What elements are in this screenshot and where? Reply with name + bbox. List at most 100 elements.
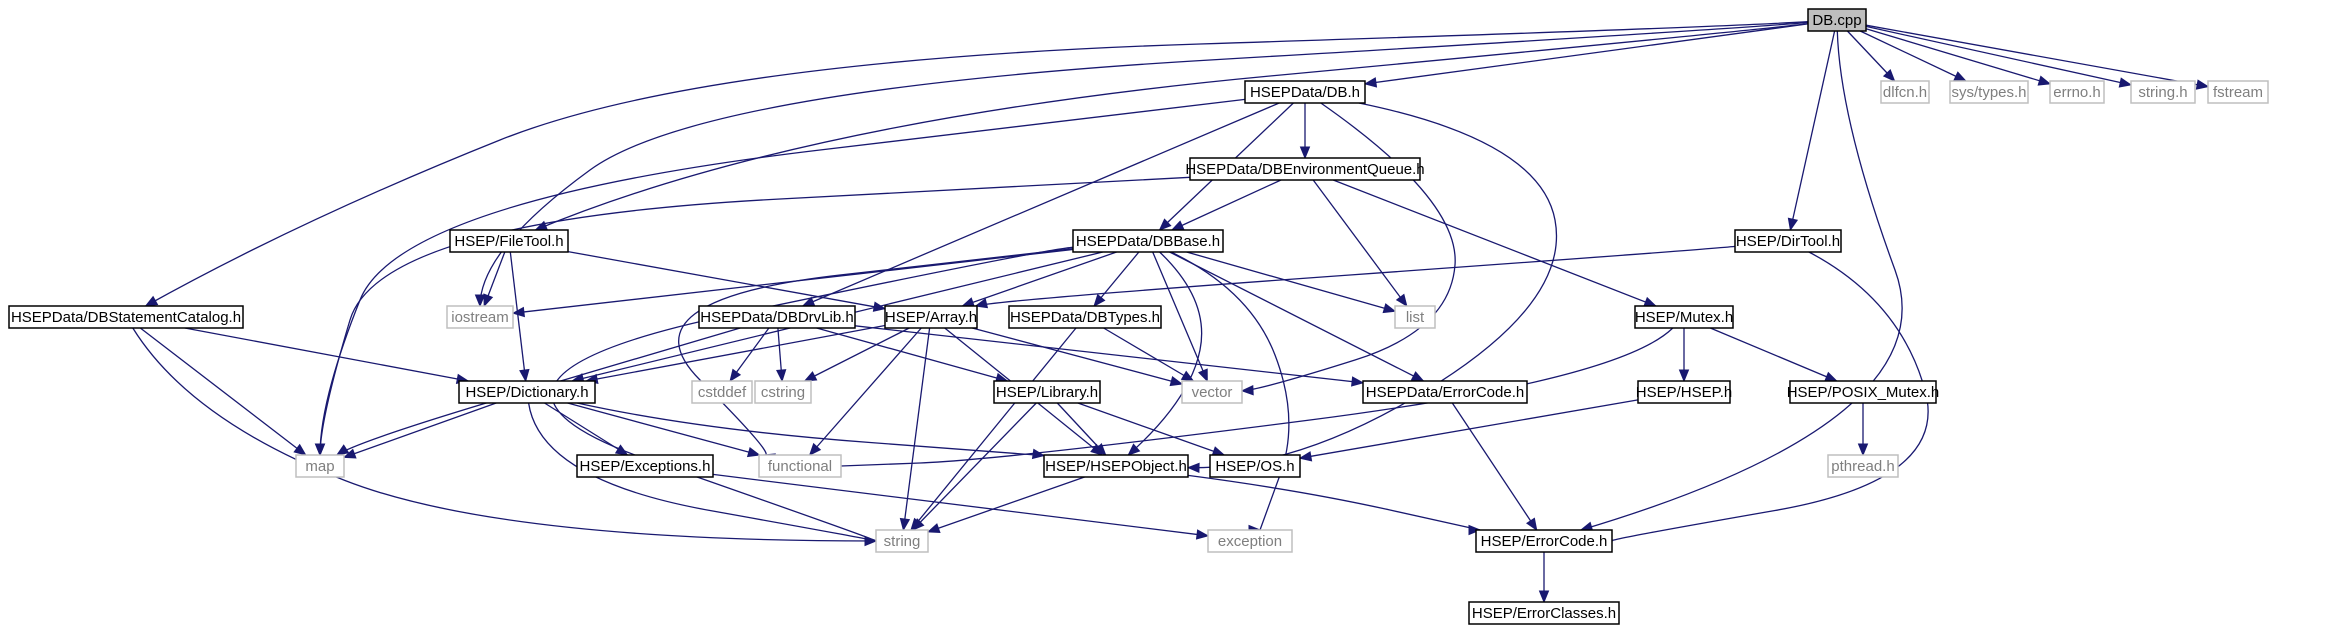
edge-array-to-cstring	[804, 327, 910, 382]
arrowhead-filetool-to-iostream	[483, 293, 494, 308]
arrowhead-filetool-to-dict	[519, 368, 530, 383]
edge-dberr-to-errcode	[1451, 402, 1538, 531]
node-box-filetool	[449, 229, 569, 253]
arrowhead-dbstmt-to-map	[293, 443, 307, 456]
node-dberr[interactable]: HSEPData/ErrorCode.h	[1362, 380, 1528, 404]
node-box-stringh	[2130, 80, 2196, 104]
node-label-fstream: fstream	[2213, 84, 2263, 101]
edge-dict-to-exceptions	[544, 402, 628, 456]
arrowhead-dbdrvlib-to-dberr	[1351, 376, 1365, 387]
node-label-pthread: pthread.h	[1831, 458, 1894, 475]
node-label-map: map	[305, 458, 334, 475]
arrowhead-db_cpp-to-fstream	[2195, 79, 2210, 90]
arrowhead-db_cpp-to-dirtool	[1787, 217, 1799, 232]
node-exceptions[interactable]: HSEP/Exceptions.h	[576, 454, 714, 478]
node-box-map	[295, 454, 345, 478]
node-label-hseph: HSEP/HSEP.h	[1636, 384, 1732, 401]
edge-dbenvq-to-mutex	[1332, 179, 1657, 307]
node-hseph[interactable]: HSEP/HSEP.h	[1636, 380, 1732, 404]
arrowhead-dbenvq-to-list	[1395, 293, 1408, 308]
arrowhead-hseph-to-os	[1298, 451, 1313, 462]
edge-dict-to-hsepobj	[576, 402, 1045, 457]
node-label-exceptions: HSEP/Exceptions.h	[580, 458, 711, 475]
node-label-list: list	[1406, 309, 1425, 326]
arrowhead-mutex-to-hseph	[1678, 369, 1690, 383]
arrowhead-posix-to-pthread	[1857, 443, 1869, 457]
node-label-exception: exception	[1218, 533, 1282, 550]
node-systypes: sys/types.h	[1949, 80, 2029, 104]
edge-array-to-vector	[972, 327, 1183, 385]
edge-mutex-to-posix	[1710, 327, 1837, 382]
arrowhead-db_cpp-to-errno	[2037, 75, 2052, 86]
node-dbdrvlib[interactable]: HSEPData/DBDrvLib.h	[698, 305, 856, 329]
edge-db_cpp-to-filetool	[535, 22, 1809, 231]
edge-filetool-to-array	[567, 250, 886, 310]
edge-dbbase-to-string	[551, 246, 1074, 542]
edge-hseph-to-os	[1299, 399, 1639, 459]
node-iostream: iostream	[446, 305, 514, 329]
node-os[interactable]: HSEP/OS.h	[1209, 454, 1301, 478]
node-box-os	[1209, 454, 1301, 478]
edge-db_h-to-vector	[1241, 102, 1456, 392]
node-dirtool[interactable]: HSEP/DirTool.h	[1734, 229, 1842, 253]
node-box-fstream	[2207, 80, 2269, 104]
arrowhead-library-to-string	[911, 518, 925, 531]
node-map: map	[295, 454, 345, 478]
node-posix[interactable]: HSEP/POSIX_Mutex.h	[1787, 380, 1940, 404]
edge-dict-to-functional	[567, 402, 760, 456]
node-box-exceptions	[576, 454, 714, 478]
node-db_h[interactable]: HSEPData/DB.h	[1244, 80, 1366, 104]
node-label-filetool: HSEP/FileTool.h	[454, 233, 563, 250]
arrowhead-dbtypes-to-vector	[1180, 370, 1195, 382]
node-box-dbdrvlib	[698, 305, 856, 329]
edge-db_cpp-to-errno	[1865, 28, 2051, 85]
node-array[interactable]: HSEP/Array.h	[884, 305, 978, 329]
arrowhead-dbdrvlib-to-map	[335, 444, 350, 456]
edge-dirtool-to-array	[975, 245, 1736, 307]
node-db_cpp[interactable]: DB.cpp	[1807, 8, 1867, 32]
arrowhead-dbbase-to-dberr	[1410, 371, 1425, 382]
node-box-hseph	[1637, 380, 1731, 404]
edge-db_cpp-to-fstream	[1865, 24, 2209, 88]
arrowhead-hsepobj-to-string	[926, 523, 941, 534]
edge-mutex-to-functional	[840, 327, 1674, 467]
edge-dbenvq-to-dbbase	[1171, 179, 1282, 231]
edge-array-to-dict	[586, 324, 886, 382]
node-box-dict	[458, 380, 596, 404]
arrowhead-db_h-to-dbbase	[1158, 218, 1172, 231]
arrowhead-db_cpp-to-systypes	[1953, 71, 1967, 82]
node-hsepobj[interactable]: HSEP/HSEPObject.h	[1043, 454, 1189, 478]
node-label-stringh: string.h	[2138, 84, 2187, 101]
edge-dbtypes-to-vector	[1103, 327, 1194, 382]
node-library[interactable]: HSEP/Library.h	[993, 380, 1101, 404]
node-dbtypes[interactable]: HSEPData/DBTypes.h	[1008, 305, 1162, 329]
node-errclasses[interactable]: HSEP/ErrorClasses.h	[1468, 601, 1620, 625]
edge-array-to-string	[902, 327, 931, 531]
node-label-errno: errno.h	[2053, 84, 2101, 101]
node-label-dbdrvlib: HSEPData/DBDrvLib.h	[700, 309, 853, 326]
node-dbbase[interactable]: HSEPData/DBBase.h	[1072, 229, 1224, 253]
arrowhead-array-to-vector	[1169, 375, 1184, 387]
node-box-dirtool	[1734, 229, 1842, 253]
arrowhead-dberr-to-errcode	[1526, 517, 1538, 532]
node-errcode[interactable]: HSEP/ErrorCode.h	[1475, 529, 1613, 553]
edge-dbbase-to-list	[1186, 251, 1396, 312]
edge-db_cpp-to-errcode	[1580, 30, 1903, 531]
node-dbstmt[interactable]: HSEPData/DBStatementCatalog.h	[8, 305, 244, 329]
arrowhead-db_cpp-to-iostream	[474, 294, 486, 308]
node-dbenvq[interactable]: HSEPData/DBEnvironmentQueue.h	[1185, 157, 1425, 181]
edge-dbenvq-to-list	[1312, 179, 1408, 307]
edge-dbbase-to-hsepobj	[1127, 251, 1203, 456]
arrowhead-dbdrvlib-to-cstring	[776, 369, 787, 383]
edge-db_cpp-to-iostream	[479, 21, 1809, 307]
arrowhead-dbbase-to-hsepobj	[1127, 443, 1141, 456]
node-filetool[interactable]: HSEP/FileTool.h	[449, 229, 569, 253]
node-label-mutex: HSEP/Mutex.h	[1635, 309, 1733, 326]
node-dict[interactable]: HSEP/Dictionary.h	[458, 380, 596, 404]
edge-db_h-to-hsepobj	[1187, 102, 1558, 469]
node-label-cstddef: cstddef	[698, 384, 747, 401]
node-mutex[interactable]: HSEP/Mutex.h	[1634, 305, 1734, 329]
node-box-posix	[1789, 380, 1937, 404]
arrowhead-db_h-to-vector	[1240, 385, 1254, 396]
arrowhead-dbbase-to-dbtypes	[1093, 293, 1106, 308]
